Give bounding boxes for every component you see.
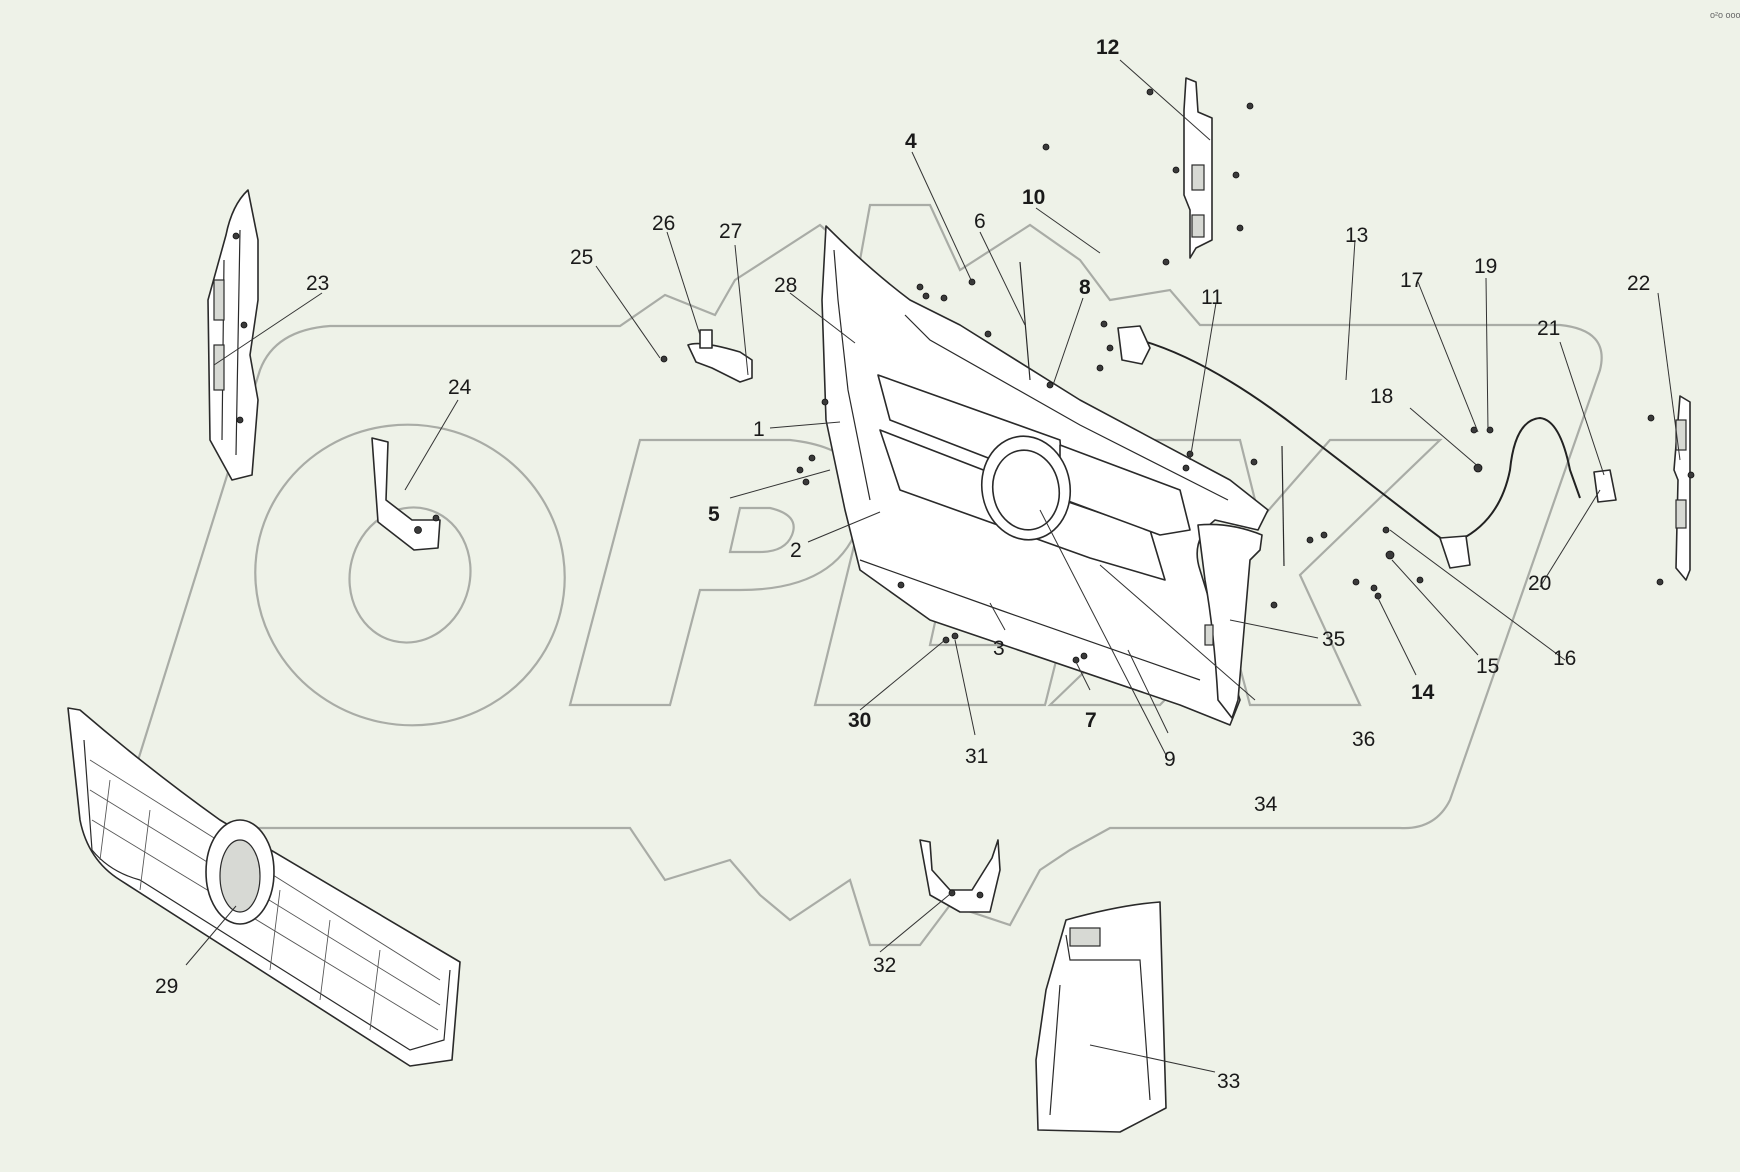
- part-23-left-bracket: [207, 189, 259, 481]
- part-label-9: 9: [1164, 748, 1176, 771]
- part-label-30: 30: [848, 709, 871, 732]
- part-label-20: 20: [1528, 572, 1551, 595]
- part-label-4: 4: [905, 130, 917, 153]
- part-label-22: 22: [1627, 272, 1650, 295]
- part-label-1: 1: [753, 418, 765, 441]
- part-label-3: 3: [993, 637, 1005, 660]
- part-label-17: 17: [1400, 269, 1423, 292]
- leader-lines: [185, 59, 1681, 1073]
- part-33-corner-panel: [1035, 901, 1167, 1133]
- part-label-13: 13: [1345, 224, 1368, 247]
- part-22-right-bracket: [1647, 395, 1695, 586]
- part-label-23: 23: [306, 272, 329, 295]
- part-label-33: 33: [1217, 1070, 1240, 1093]
- part-label-8: 8: [1079, 276, 1091, 299]
- main-grille-panel: [796, 143, 1328, 726]
- part-label-29: 29: [155, 975, 178, 998]
- part-label-10: 10: [1022, 186, 1045, 209]
- part-label-14: 14: [1411, 681, 1435, 704]
- corner-mark: o²o ooo: [1710, 10, 1740, 20]
- part-label-16: 16: [1553, 647, 1576, 670]
- cable-assembly: [1117, 325, 1617, 600]
- part-label-35: 35: [1322, 628, 1345, 651]
- part-32-lower-bracket: [919, 839, 1001, 913]
- part-12-upper-bracket: [1146, 77, 1254, 266]
- part-labels: 1 2 3 4 5 6 7 8 9 10 11 12 13 14 15 16 1…: [155, 36, 1650, 1093]
- part-label-31: 31: [965, 745, 988, 768]
- part-label-15: 15: [1476, 655, 1499, 678]
- part-label-6: 6: [974, 210, 986, 233]
- part-29-front-grille: [67, 707, 461, 1067]
- part-label-34: 34: [1254, 793, 1278, 816]
- part-label-18: 18: [1370, 385, 1393, 408]
- part-label-7: 7: [1085, 709, 1097, 732]
- part-label-19: 19: [1474, 255, 1497, 278]
- part-label-21: 21: [1537, 317, 1560, 340]
- part-label-32: 32: [873, 954, 896, 977]
- part-label-36: 36: [1352, 728, 1375, 751]
- part-label-11: 11: [1201, 286, 1223, 309]
- part-label-12: 12: [1096, 36, 1119, 59]
- part-label-24: 24: [448, 376, 472, 399]
- part-label-2: 2: [790, 539, 802, 562]
- part-label-27: 27: [719, 220, 742, 243]
- part-label-28: 28: [774, 274, 797, 297]
- part-label-26: 26: [652, 212, 675, 235]
- part-24-bracket: [371, 437, 441, 551]
- part-label-5: 5: [708, 503, 720, 526]
- part-26-27-handle: [660, 329, 753, 383]
- part-label-25: 25: [570, 246, 593, 269]
